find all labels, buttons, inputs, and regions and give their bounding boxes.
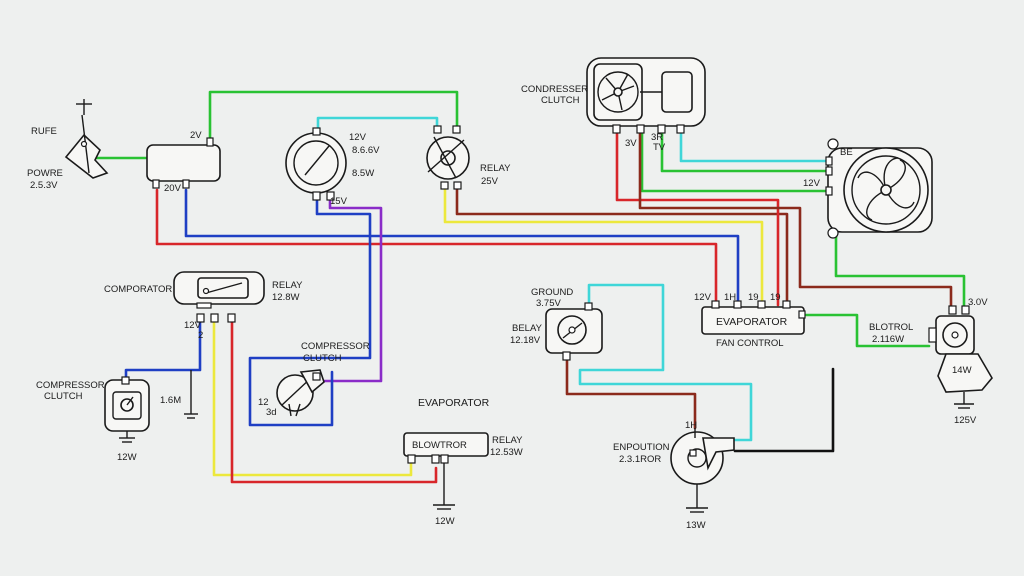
- left-compressor-label2: CLUTCH: [44, 391, 83, 402]
- evap-12v-label: 12V: [694, 292, 712, 303]
- evaporator-top-label: EVAPORATOR: [418, 397, 490, 409]
- wire-cyan-top: [316, 116, 439, 134]
- belay-label: BELAY: [512, 323, 543, 334]
- right-module: [928, 305, 993, 409]
- fuse-label: RUFE: [31, 126, 57, 137]
- wire-green-cond: [640, 128, 830, 193]
- fan-control-label: FAN CONTROL: [716, 338, 784, 349]
- wire-red-main: [155, 188, 718, 307]
- top-relay-value: 25V: [481, 176, 499, 187]
- wire-yellow-relay: [443, 186, 764, 307]
- evap-19b-label: 19: [770, 292, 781, 303]
- top-relay-label: RELAY: [480, 163, 511, 174]
- wire-blue-left: [124, 320, 202, 386]
- belay: [545, 302, 603, 361]
- fan: [825, 138, 933, 239]
- fan-12v-label: 12V: [803, 178, 821, 189]
- ground-value: 3.75V: [536, 298, 561, 309]
- gauge-866v-label: 8.6.6V: [352, 145, 380, 156]
- gauge: [285, 127, 347, 201]
- main-2v-label: 2V: [190, 130, 202, 141]
- power-value: 2.5.3V: [30, 180, 58, 191]
- blotrol-value: 2.116W: [872, 334, 904, 345]
- wires: [94, 90, 966, 484]
- wire-red-blow: [230, 320, 438, 484]
- wire-yellow-blow: [212, 320, 413, 477]
- compressor-top-label2: CLUTCH: [303, 353, 342, 364]
- right-30v-label: 3.0V: [968, 297, 988, 308]
- compressor-inner-1: 12: [258, 397, 269, 408]
- comporator-label: COMPORATOR: [104, 284, 172, 295]
- belay-value: 12.18V: [510, 335, 541, 346]
- compressor-inner-2: 3d: [266, 407, 277, 418]
- wire-black-enp: [733, 367, 835, 453]
- mid-relay-value: 12.8W: [272, 292, 299, 303]
- bottom-12w-label: 12W: [435, 516, 455, 527]
- compressor-top-label: COMPRESSOR: [301, 341, 370, 352]
- compressor-clutch: [276, 369, 325, 417]
- enpoution-value: 2.3.1ROR: [619, 454, 661, 465]
- gauge-85w-label: 8.5W: [352, 168, 374, 179]
- left-compressor-label: COMPRESSOR: [36, 380, 105, 391]
- power-switch: [64, 99, 109, 179]
- mid-relay-label: RELAY: [272, 280, 303, 291]
- wire-purple: [318, 198, 383, 383]
- power-label: POWRE: [27, 168, 63, 179]
- wire-cyan-ground: [578, 283, 753, 442]
- right-14w-label: 14W: [952, 365, 972, 376]
- cond-tv-label: TV: [653, 142, 666, 153]
- comp-2-label: 2: [198, 330, 203, 341]
- wire-green-evap: [802, 313, 931, 348]
- wire-blue-loop: [248, 198, 372, 427]
- blotrol-label: BLOTROL: [869, 322, 913, 333]
- evap-19a-label: 19: [748, 292, 759, 303]
- condenser-label2: CLUTCH: [541, 95, 580, 106]
- wire-cyan-cond: [679, 128, 830, 163]
- enp-13w-label: 13W: [686, 520, 706, 531]
- evaporator-box-label: EVAPORATOR: [716, 316, 788, 328]
- wire-blue-main: [184, 188, 740, 307]
- blowtror-label: BLOWTROR: [412, 440, 467, 451]
- comporator: [173, 271, 265, 323]
- wire-darkred-relay: [455, 186, 789, 307]
- enpoution: [670, 428, 735, 513]
- gauge-12v-label: 12V: [349, 132, 367, 143]
- left-12w-label: 12W: [117, 452, 137, 463]
- wire-darkred-belay: [565, 350, 697, 430]
- cond-3r-label: 3R: [651, 132, 663, 143]
- wire-darkred-cond: [638, 128, 953, 314]
- left-compressor: [104, 370, 198, 443]
- top-relay: [426, 125, 470, 190]
- evap-1h-label: 1H: [724, 292, 736, 303]
- ground-label: GROUND: [531, 287, 573, 298]
- fan-b-label: BE: [840, 147, 853, 158]
- comp-12v-label: 12V: [184, 320, 202, 331]
- enpoution-label: ENPOUTION: [613, 442, 670, 453]
- gauge-15v-label: 15V: [330, 196, 348, 207]
- condenser-label: CONDRESSER: [521, 84, 588, 95]
- blowtror: [403, 432, 489, 510]
- left-16m-label: 1.6M: [160, 395, 181, 406]
- main-20v-label: 20V: [164, 183, 182, 194]
- evaporator-box: [701, 300, 806, 335]
- wire-green-top: [208, 90, 459, 147]
- main-unit: [146, 137, 221, 189]
- wire-green-cond2: [660, 128, 830, 173]
- bottom-relay-label: RELAY: [492, 435, 523, 446]
- condenser-clutch: [586, 57, 706, 134]
- cond-3v-label: 3V: [625, 138, 637, 149]
- wire-green-fan: [834, 234, 966, 308]
- right-125v-label: 125V: [954, 415, 977, 426]
- bottom-relay-value: 12.53W: [490, 447, 523, 458]
- enp-1h-label: 1H: [685, 420, 697, 431]
- wire-red-cond: [615, 128, 780, 307]
